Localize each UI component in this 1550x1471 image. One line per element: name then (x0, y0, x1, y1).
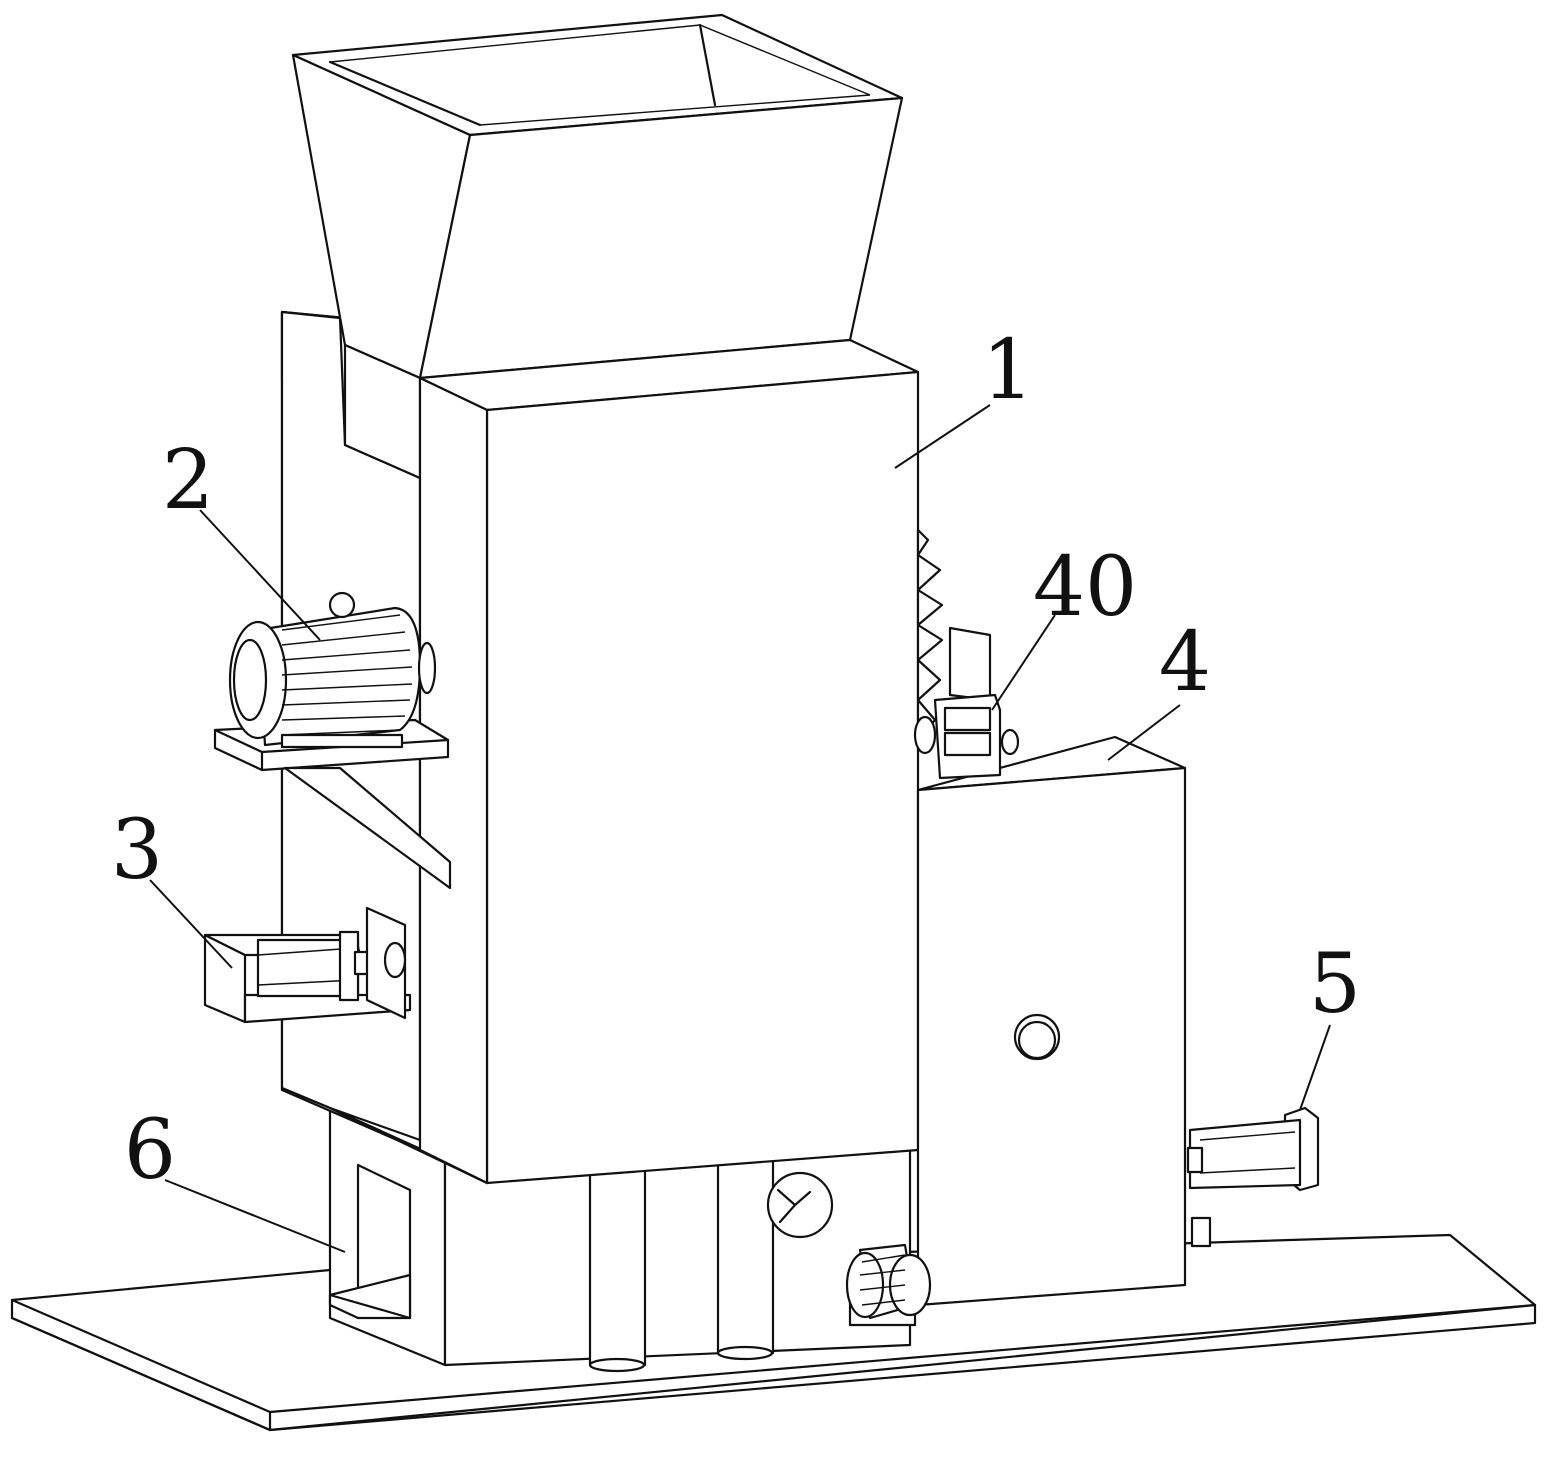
leader-2 (199, 509, 321, 641)
leader-5 (1299, 1024, 1331, 1111)
motor-assembly (213, 591, 452, 890)
bracket-assembly-40 (913, 626, 1020, 780)
cylinder-assembly-right (1186, 1106, 1320, 1248)
callout-6: 6 (124, 1103, 176, 1198)
callout-5: 5 (1309, 937, 1361, 1032)
hopper (291, 13, 904, 480)
leader-40 (991, 614, 1056, 711)
leader-6 (164, 1179, 346, 1253)
leader-lines (149, 404, 1331, 1253)
secondary-box (916, 735, 1187, 1307)
cylinder-assembly-left (203, 906, 412, 1024)
callout-1: 1 (982, 323, 1034, 418)
rear-housing-bottom (280, 1086, 489, 1185)
callout-3: 3 (111, 803, 163, 898)
callout-4: 4 (1159, 615, 1211, 710)
leader-1 (894, 404, 991, 469)
callout-40: 40 (1033, 540, 1137, 635)
impeller (766, 1171, 834, 1239)
callout-labels: 1 2 3 4 5 6 40 (111, 323, 1361, 1198)
main-housing (418, 338, 920, 1185)
leader-3 (149, 879, 233, 969)
callout-2: 2 (162, 433, 214, 528)
small-motor (845, 1243, 932, 1327)
leader-4 (1107, 704, 1181, 761)
gear-strip (916, 528, 944, 742)
